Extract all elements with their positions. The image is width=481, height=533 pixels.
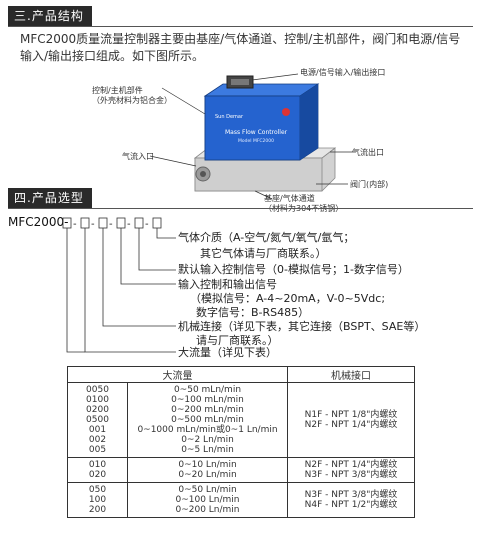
range-value: 0~500 mLn/min xyxy=(171,415,244,425)
section-divider-2 xyxy=(8,208,473,209)
code-value: 001 xyxy=(88,425,107,435)
valve-label: 阀门(内部) xyxy=(350,180,389,189)
svg-text:-: - xyxy=(127,219,131,230)
code-value: 002 xyxy=(88,435,107,445)
range-value: 0~50 Ln/min xyxy=(178,485,237,495)
section-header-structure: 三.产品结构 xyxy=(8,6,92,26)
table-header-row: 大流量 机械接口 xyxy=(67,366,415,383)
device-illustration: Sun Demar Mass Flow Controller Model MFC… xyxy=(149,73,356,200)
code-value: 0100 xyxy=(86,395,109,405)
product-diagram: Sun Demar Mass Flow Controller Model MFC… xyxy=(0,66,481,216)
flow-interface-table: 大流量 机械接口 0050 0100 0200 0500 001 002 005… xyxy=(67,366,415,518)
range-value: 0~5 Ln/min xyxy=(181,445,234,455)
selection-gas-medium: 气体介质（A-空气/氮气/氧气/氩气； xyxy=(178,231,355,244)
device-model-text: Model MFC2000 xyxy=(238,138,274,144)
range-value: 0~20 Ln/min xyxy=(178,470,237,480)
device-brand-text: Sun Demar xyxy=(215,114,244,120)
range-value: 0~1000 mLn/min或0~1 Ln/min xyxy=(137,425,278,435)
selection-gas-medium-note: 其它气体请与厂商联系。） xyxy=(200,247,327,260)
svg-text:-: - xyxy=(73,219,77,230)
code-cell: 0050 0100 0200 0500 001 002 005 xyxy=(67,382,128,458)
section-title-selection: 四.产品选型 xyxy=(8,188,92,208)
selection-max-flow: 大流量（详见下表） xyxy=(178,346,277,359)
svg-text:-: - xyxy=(145,219,149,230)
code-value: 0500 xyxy=(86,415,109,425)
section-title-structure: 三.产品结构 xyxy=(8,6,92,26)
code-value: 005 xyxy=(88,445,107,455)
base-label: 基座/气体通道 （材料为304不锈钢） xyxy=(264,194,343,214)
intro-line-1: MFC2000质量流量控制器主要由基座/气体通道、控制/主机部件，阀门和电源/信… xyxy=(20,32,461,46)
svg-text:-: - xyxy=(109,219,113,230)
table-header-interface: 机械接口 xyxy=(287,366,415,383)
table-row: 0050 0100 0200 0500 001 002 005 0~50 mLn… xyxy=(67,382,415,458)
code-value: 020 xyxy=(88,470,107,480)
range-cell: 0~50 mLn/min 0~100 mLn/min 0~200 mLn/min… xyxy=(127,382,288,458)
code-value: 050 xyxy=(88,485,107,495)
interface-value: N2F - NPT 1/4"内螺纹 xyxy=(304,460,398,470)
interface-cell: N1F - NPT 1/8"内螺纹 N2F - NPT 1/4"内螺纹 xyxy=(287,382,415,458)
range-value: 0~10 Ln/min xyxy=(178,460,237,470)
power-signal-label: 电源/信号输入/输出接口 xyxy=(300,68,386,77)
device-title-text: Mass Flow Controller xyxy=(225,129,288,136)
control-unit-label-1: 控制/主机部件 xyxy=(92,86,143,95)
selection-mechanical: 机械连接（详见下表，其它连接（BSPT、SAE等） xyxy=(178,320,426,333)
interface-value: N3F - NPT 3/8"内螺纹 xyxy=(304,490,398,500)
control-unit-label-2: （外壳材料为铝合金） xyxy=(92,96,172,105)
table-row: 050 100 200 0~50 Ln/min 0~100 Ln/min 0~2… xyxy=(67,482,415,518)
intro-paragraph: MFC2000质量流量控制器主要由基座/气体通道、控制/主机部件，阀门和电源/信… xyxy=(20,31,475,65)
section-header-selection: 四.产品选型 xyxy=(8,188,92,208)
inlet-label: 气流入口 xyxy=(122,152,154,161)
range-cell: 0~50 Ln/min 0~100 Ln/min 0~200 Ln/min xyxy=(127,482,288,518)
selection-io-signal: 输入控制和输出信号 xyxy=(178,278,277,291)
range-cell: 0~10 Ln/min 0~20 Ln/min xyxy=(127,457,288,483)
range-value: 0~2 Ln/min xyxy=(181,435,234,445)
control-unit-label: 控制/主机部件 （外壳材料为铝合金） xyxy=(92,86,172,106)
range-value: 0~200 Ln/min xyxy=(175,505,240,515)
range-value: 0~50 mLn/min xyxy=(173,385,242,395)
selection-io-digital: 数字信号：B-RS485） xyxy=(196,306,310,319)
intro-line-2: 输入/输出接口组成。如下图所示。 xyxy=(20,49,205,63)
code-value: 0050 xyxy=(86,385,109,395)
range-value: 0~200 mLn/min xyxy=(171,405,244,415)
model-code: MFC2000- xyxy=(8,215,69,229)
table-header-flow: 大流量 xyxy=(67,366,288,383)
model-code-prefix: MFC2000- xyxy=(8,215,69,229)
interface-value: N3F - NPT 3/8"内螺纹 xyxy=(304,470,398,480)
code-value: 010 xyxy=(88,460,107,470)
code-tree-lines: - - - - - xyxy=(62,217,176,353)
base-label-1: 基座/气体通道 xyxy=(264,194,315,203)
interface-value: N4F - NPT 1/2"内螺纹 xyxy=(304,500,398,510)
svg-text:-: - xyxy=(91,219,95,230)
range-value: 0~100 mLn/min xyxy=(171,395,244,405)
table-row: 010 020 0~10 Ln/min 0~20 Ln/min N2F - NP… xyxy=(67,457,415,483)
status-led-icon xyxy=(282,108,290,116)
selection-io-analog: （模拟信号：A-4~20mA，V-0~5Vdc; xyxy=(190,292,386,305)
interface-value: N1F - NPT 1/8"内螺纹 xyxy=(304,410,398,420)
interface-value: N2F - NPT 1/4"内螺纹 xyxy=(304,420,398,430)
selection-mechanical-note: 请与厂商联系。） xyxy=(196,334,279,347)
code-cell: 010 020 xyxy=(67,457,128,483)
code-cell: 050 100 200 xyxy=(67,482,128,518)
interface-cell: N3F - NPT 3/8"内螺纹 N4F - NPT 1/2"内螺纹 xyxy=(287,482,415,518)
outlet-label: 气流出口 xyxy=(352,148,384,157)
code-value: 0200 xyxy=(86,405,109,415)
interface-cell: N2F - NPT 1/4"内螺纹 N3F - NPT 3/8"内螺纹 xyxy=(287,457,415,483)
code-value: 200 xyxy=(88,505,107,515)
selection-default-signal: 默认输入控制信号（0-模拟信号；1-数字信号） xyxy=(178,263,409,276)
range-value: 0~100 Ln/min xyxy=(175,495,240,505)
code-value: 100 xyxy=(88,495,107,505)
section-divider xyxy=(8,26,473,27)
